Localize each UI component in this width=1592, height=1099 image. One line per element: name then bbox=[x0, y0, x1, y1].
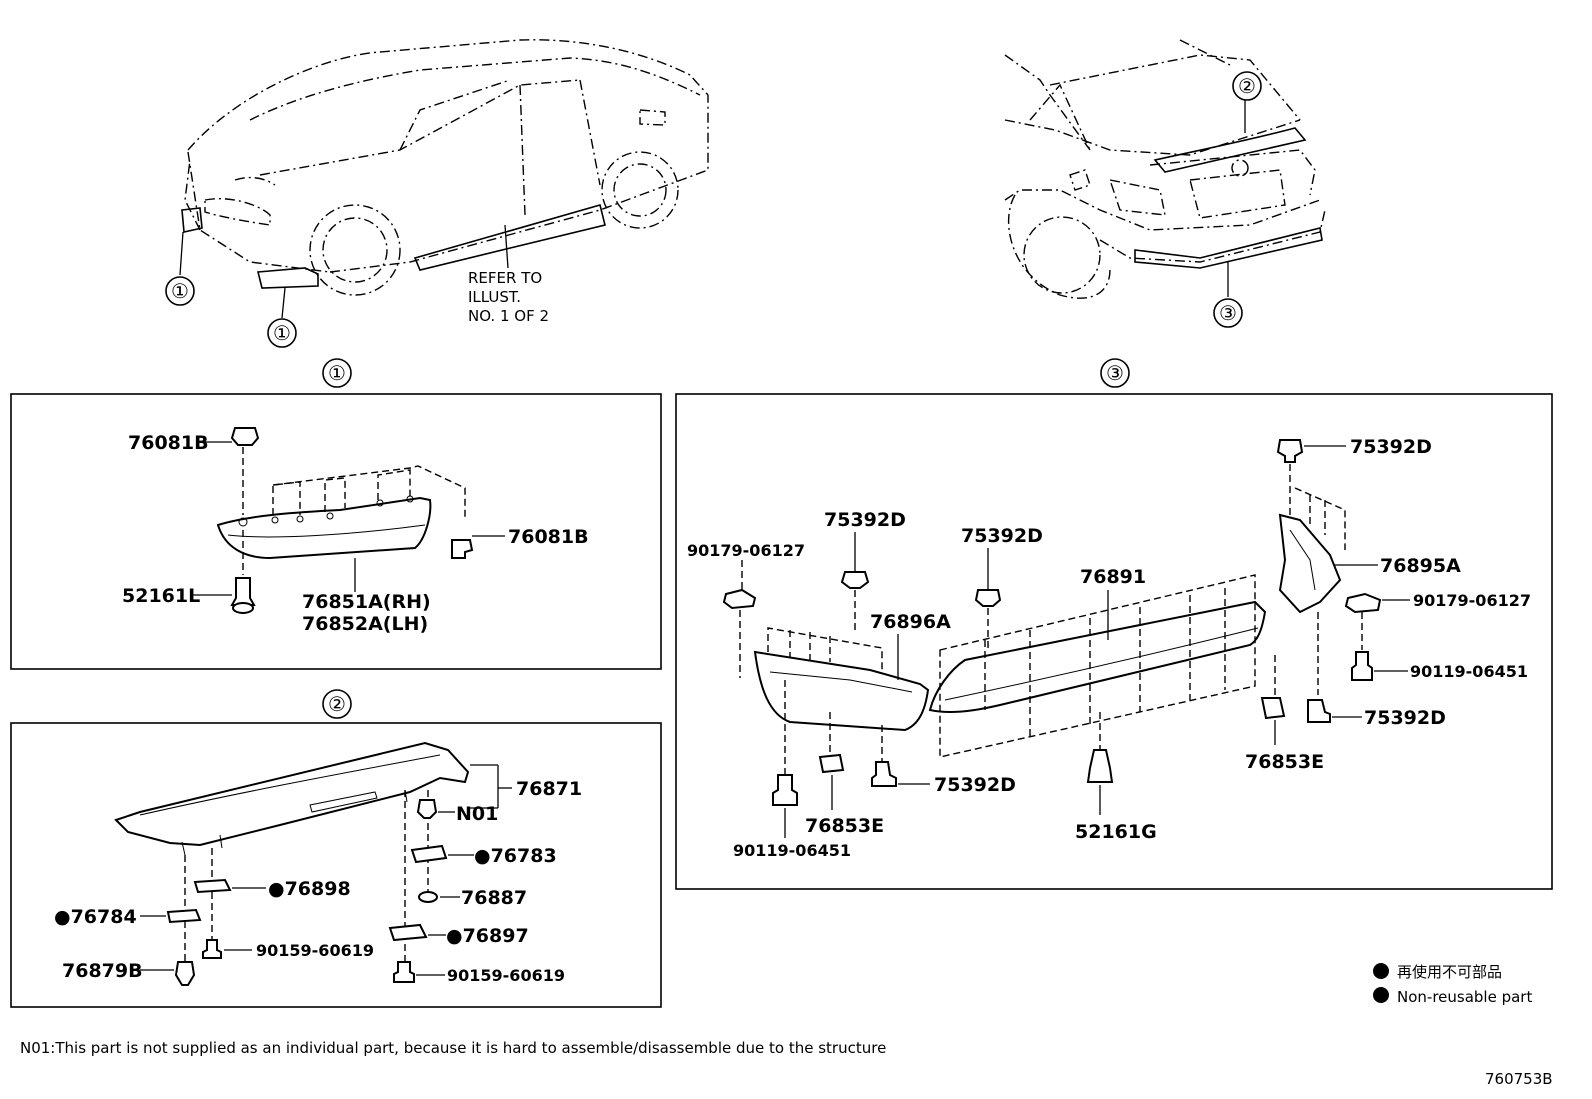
clip-lower-center-icon bbox=[871, 761, 897, 787]
label-76896a: 76896A bbox=[870, 611, 951, 633]
screw-left-icon bbox=[202, 939, 222, 959]
n01-icon bbox=[416, 799, 438, 819]
label-75392d-lower-right: 75392D bbox=[1364, 707, 1446, 729]
illust-text: ILLUST. bbox=[468, 288, 521, 306]
car-front-view: ① ① REFER TO ILLUST. NO. 1 OF 2 bbox=[165, 39, 709, 348]
overview-callout-1b: ① bbox=[273, 321, 291, 345]
overview-callout-1a: ① bbox=[171, 279, 189, 303]
non-reusable-dot-icon bbox=[1373, 963, 1389, 979]
label-76081b-top: 76081B bbox=[128, 432, 209, 454]
section-1-box bbox=[10, 393, 662, 670]
extension-76896a bbox=[753, 650, 930, 732]
label-90179-right: 90179-06127 bbox=[1413, 591, 1531, 610]
label-76853e-right: 76853E bbox=[1245, 751, 1324, 773]
plug-76879b-icon bbox=[174, 961, 196, 986]
label-76853e-left: 76853E bbox=[805, 815, 884, 837]
grommet-52161g-icon bbox=[1086, 749, 1114, 783]
screw-right-icon bbox=[393, 961, 415, 983]
section-3-number: ③ bbox=[1106, 361, 1124, 385]
section-3: ③ bbox=[675, 358, 1553, 890]
clip-mid-left-icon bbox=[840, 571, 870, 589]
label-76897: ●76897 bbox=[446, 925, 529, 947]
bracket-right-icon bbox=[1260, 697, 1286, 720]
overview-callout-3: ③ bbox=[1219, 301, 1237, 325]
section-1-number: ① bbox=[328, 361, 346, 385]
spoiler-76891 bbox=[928, 600, 1267, 714]
label-75392d-lower-center: 75392D bbox=[934, 774, 1016, 796]
clip-right-icon bbox=[451, 539, 474, 559]
label-76784: ●76784 bbox=[54, 906, 137, 928]
legend-jp: 再使用不可部品 bbox=[1397, 963, 1502, 981]
label-75392d-top-right: 75392D bbox=[1350, 436, 1432, 458]
label-76898: ●76898 bbox=[268, 878, 351, 900]
label-90159-right: 90159-60619 bbox=[447, 966, 565, 985]
label-76851a: 76851A(RH) bbox=[302, 591, 431, 613]
pad-76783-icon bbox=[410, 844, 448, 864]
pad-76897-icon bbox=[388, 923, 428, 942]
label-76891: 76891 bbox=[1080, 566, 1146, 588]
grommet-icon bbox=[230, 577, 256, 606]
extension-76895a bbox=[1278, 513, 1342, 614]
section-1: ① 76081B 76081B 52161L 76851A(RH) 76852A bbox=[10, 358, 662, 670]
label-52161l: 52161L bbox=[122, 585, 200, 607]
bolt-right-icon bbox=[1351, 651, 1373, 681]
bracket-left-icon bbox=[818, 753, 845, 774]
refer-to-text: REFER TO bbox=[468, 269, 542, 287]
label-76887: 76887 bbox=[461, 887, 527, 909]
label-75392d-mid-center: 75392D bbox=[961, 525, 1043, 547]
illust-number-text: NO. 1 OF 2 bbox=[468, 307, 549, 325]
clip-mid-center-icon bbox=[974, 589, 1002, 607]
legend-en: Non-reusable part bbox=[1397, 988, 1532, 1006]
nut-left-icon bbox=[722, 588, 757, 610]
label-n01: N01 bbox=[456, 803, 498, 825]
label-76852a: 76852A(LH) bbox=[302, 613, 428, 635]
section-3-box bbox=[675, 393, 1553, 890]
label-90119-right: 90119-06451 bbox=[1410, 662, 1528, 681]
clip-top-icon bbox=[230, 427, 260, 446]
legend: 再使用不可部品 Non-reusable part bbox=[1373, 963, 1532, 1006]
label-75392d-mid-left: 75392D bbox=[824, 509, 906, 531]
label-90119-left: 90119-06451 bbox=[733, 841, 851, 860]
section-2-number: ② bbox=[328, 692, 346, 716]
figure-id: 760753B bbox=[1485, 1070, 1553, 1088]
label-76879b: 76879B bbox=[62, 960, 143, 982]
footnote-n01: N01:This part is not supplied as an indi… bbox=[20, 1039, 886, 1057]
clip-top-right-icon bbox=[1276, 439, 1304, 463]
overview-callout-2: ② bbox=[1238, 74, 1256, 98]
label-90179-left: 90179-06127 bbox=[687, 541, 805, 560]
washer-76887-icon bbox=[418, 891, 438, 903]
bolt-left-icon bbox=[772, 774, 798, 806]
label-76081b-right: 76081B bbox=[508, 526, 589, 548]
section-2-box bbox=[10, 722, 662, 1008]
rear-spoiler-wing bbox=[114, 741, 470, 847]
clip-lower-right-icon bbox=[1307, 699, 1331, 723]
car-rear-view: ② ③ bbox=[1004, 39, 1326, 328]
label-90159-left: 90159-60619 bbox=[256, 941, 374, 960]
label-52161g: 52161G bbox=[1075, 821, 1157, 843]
non-reusable-dot-icon-2 bbox=[1373, 987, 1389, 1003]
label-76783: ●76783 bbox=[474, 845, 557, 867]
label-76871: 76871 bbox=[516, 778, 582, 800]
pad-76784-icon bbox=[166, 908, 202, 924]
pad-76898-icon bbox=[193, 878, 232, 894]
label-76895a: 76895A bbox=[1380, 555, 1461, 577]
nut-right-icon bbox=[1344, 592, 1382, 614]
section-2: ② 76871 N01 ●7 bbox=[10, 689, 662, 1008]
